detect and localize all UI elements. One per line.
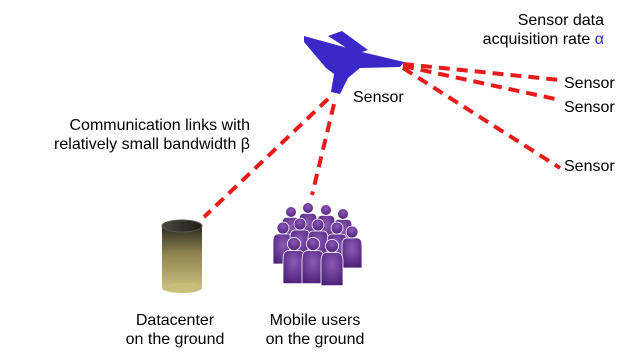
datacenter-label-line1: Datacenter: [135, 312, 215, 329]
datacenter-cylinder-icon: [161, 219, 203, 293]
mobile-users-label-line2: on the ground: [265, 331, 365, 348]
link-to-sensor-1: [402, 62, 561, 82]
link-to-sensor-2: [402, 64, 561, 102]
sensor-label-1: Sensor: [564, 75, 615, 92]
link-to-sensor-3: [401, 66, 562, 170]
communication-links: [202, 62, 562, 219]
rate-symbol: α: [594, 31, 604, 48]
datacenter-label-line2: on the ground: [125, 331, 225, 348]
person-icon: [301, 236, 325, 284]
rate-label-line2: acquisition rate: [482, 31, 591, 48]
person-icon: [320, 238, 344, 286]
sensor-node-icon: [304, 31, 404, 94]
sensor-label-3: Sensor: [564, 158, 615, 175]
person-icon: [282, 236, 306, 284]
links-label-line1: Communication links with: [69, 117, 250, 134]
mobile-users-label: Mobile users on the ground: [240, 311, 390, 349]
rate-label-line1: Sensor data: [517, 12, 604, 29]
mobile-users-group-icon: [272, 202, 363, 286]
link-to-datacenter: [202, 97, 330, 219]
rate-label: Sensor data acquisition rate α: [470, 11, 604, 49]
datacenter-label: Datacenter on the ground: [100, 311, 250, 349]
links-label-line2: relatively small bandwidth β: [54, 136, 250, 153]
sensor-label-2: Sensor: [564, 99, 615, 116]
mobile-users-label-line1: Mobile users: [269, 312, 361, 329]
person-icon: [341, 225, 363, 269]
links-label: Communication links with relatively smal…: [20, 116, 250, 154]
link-to-mobile-users: [310, 103, 336, 196]
main-sensor-label: Sensor: [353, 89, 404, 106]
